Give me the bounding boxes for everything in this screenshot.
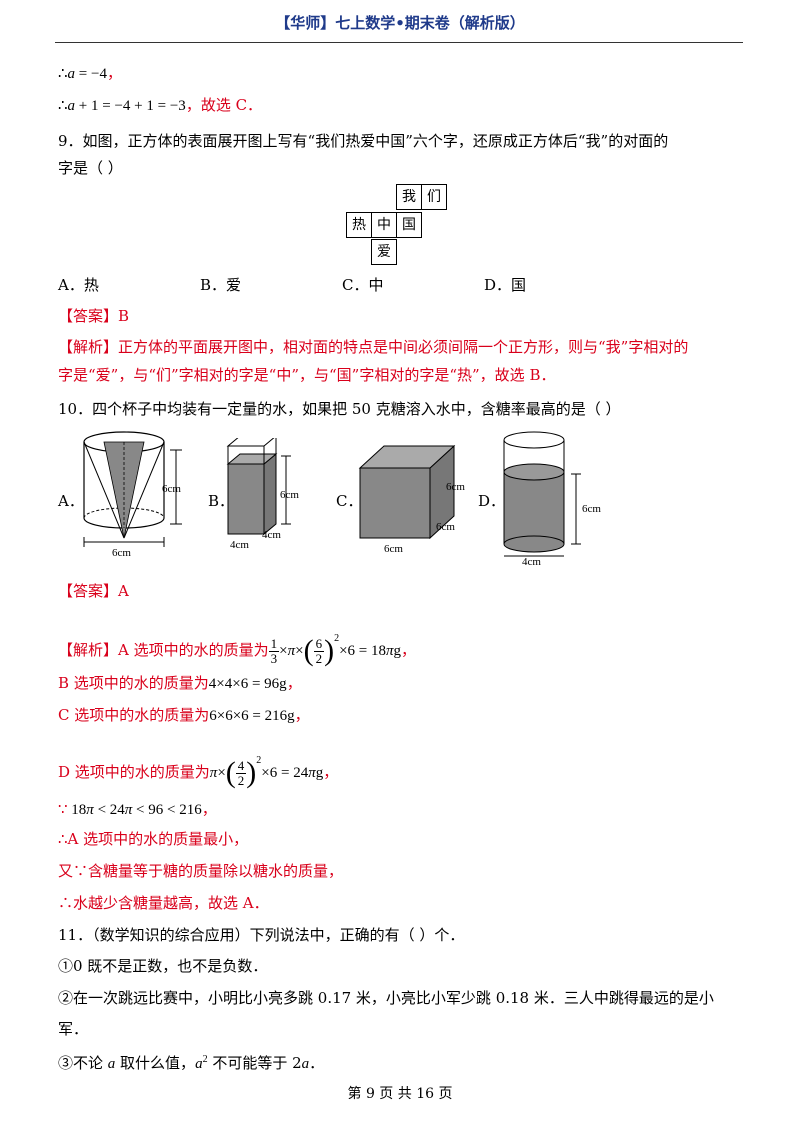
cup-a-height: 6cm bbox=[162, 483, 181, 495]
cup-a-label: A． bbox=[58, 492, 84, 510]
net-cell-re: 热 bbox=[346, 212, 372, 238]
q11-statement-2b: 军． bbox=[58, 1020, 89, 1038]
cup-d-height: 6cm bbox=[582, 503, 601, 515]
explanation-b: B 选项中的水的质量为4×4×6 = 96g， bbox=[58, 674, 302, 692]
cups-figure: A． 6cm 6cm B． 6cm 4cm 4cm C． bbox=[58, 428, 748, 568]
cup-b-depth: 4cm bbox=[262, 529, 281, 541]
net-cell-zhong: 中 bbox=[371, 212, 397, 238]
cup-c-depth: 6cm bbox=[436, 521, 455, 533]
net-cell-wo: 我 bbox=[396, 184, 422, 210]
question-10: 10．四个杯子中均装有一定量的水，如果把 50 克糖溶入水中，含糖率最高的是（ … bbox=[58, 400, 621, 418]
conclusion-1: ∴A 选项中的水的质量最小， bbox=[58, 830, 249, 848]
question-9-line-1: 9．如图，正方体的表面展开图上写有“我们热爱中国”六个字，还原成正方体后“我”的… bbox=[58, 132, 669, 150]
conclusion-2: 又∵含糖量等于糖的质量除以糖水的质量， bbox=[58, 862, 344, 880]
cube-net-figure: 我 们 热 中 国 爱 bbox=[340, 184, 460, 268]
q9-option-d: D．国 bbox=[484, 276, 527, 294]
cup-b-width: 4cm bbox=[230, 539, 249, 551]
solution-line-1: ∴a = −4， bbox=[58, 64, 122, 82]
cup-a-width: 6cm bbox=[112, 547, 131, 559]
q9-option-c: C．中 bbox=[342, 276, 384, 294]
cup-c-cube: 6cm 6cm 6cm bbox=[358, 444, 465, 555]
q9-option-a: A．热 bbox=[58, 276, 99, 294]
cup-d-label: D． bbox=[478, 492, 506, 510]
q10-answer: 【答案】A bbox=[58, 582, 129, 600]
q9-explanation-1: 【解析】正方体的平面展开图中，相对面的特点是中间必须间隔一个正方形，则与“我”字… bbox=[58, 338, 689, 356]
net-cell-men: 们 bbox=[421, 184, 447, 210]
cup-c-height: 6cm bbox=[446, 481, 465, 493]
q11-statement-2a: ②在一次跳远比赛中，小明比小亮多跳 0.17 米，小亮比小军少跳 0.18 米．… bbox=[58, 989, 714, 1007]
cup-c-label: C． bbox=[336, 492, 363, 510]
inequality-line: ∵ 18π < 24π < 96 < 216， bbox=[58, 800, 217, 818]
cup-a-cylinder-cone: 6cm 6cm bbox=[83, 431, 182, 559]
q11-statement-3: ③不论 a 取什么值，a2 不可能等于 2a． bbox=[58, 1054, 325, 1072]
cup-b-prism: 6cm 4cm 4cm bbox=[226, 438, 299, 551]
net-cell-guo: 国 bbox=[396, 212, 422, 238]
cup-d-cylinder: 6cm 4cm bbox=[503, 431, 601, 566]
conclusion-3: ∴水越少含糖量越高，故选 A． bbox=[58, 894, 269, 912]
q9-option-b: B．爱 bbox=[200, 276, 242, 294]
cup-b-height: 6cm bbox=[280, 489, 299, 501]
header-divider bbox=[55, 42, 743, 43]
page-footer: 第 9 页 共 16 页 bbox=[347, 1086, 453, 1102]
cup-d-width: 4cm bbox=[522, 556, 541, 566]
question-9-line-2: 字是（ ） bbox=[58, 159, 123, 177]
q9-explanation-2: 字是“爱”，与“们”字相对的字是“中”，与“国”字相对的字是“热”，故选 B． bbox=[58, 366, 556, 384]
solution-line-2: ∴a + 1 = −4 + 1 = −3，故选 C． bbox=[58, 96, 263, 114]
explanation-c: C 选项中的水的质量为6×6×6 = 216g， bbox=[58, 706, 310, 724]
question-11-title: 11．（数学知识的综合应用）下列说法中，正确的有（ ）个． bbox=[58, 926, 465, 944]
net-cell-ai: 爱 bbox=[371, 239, 397, 265]
q11-statement-1: ①0 既不是正数，也不是负数． bbox=[58, 957, 268, 975]
q9-answer: 【答案】B bbox=[58, 307, 130, 325]
page-header: 【华师】七上数学•期末卷（解析版） bbox=[275, 14, 525, 32]
cup-c-width: 6cm bbox=[384, 543, 403, 555]
